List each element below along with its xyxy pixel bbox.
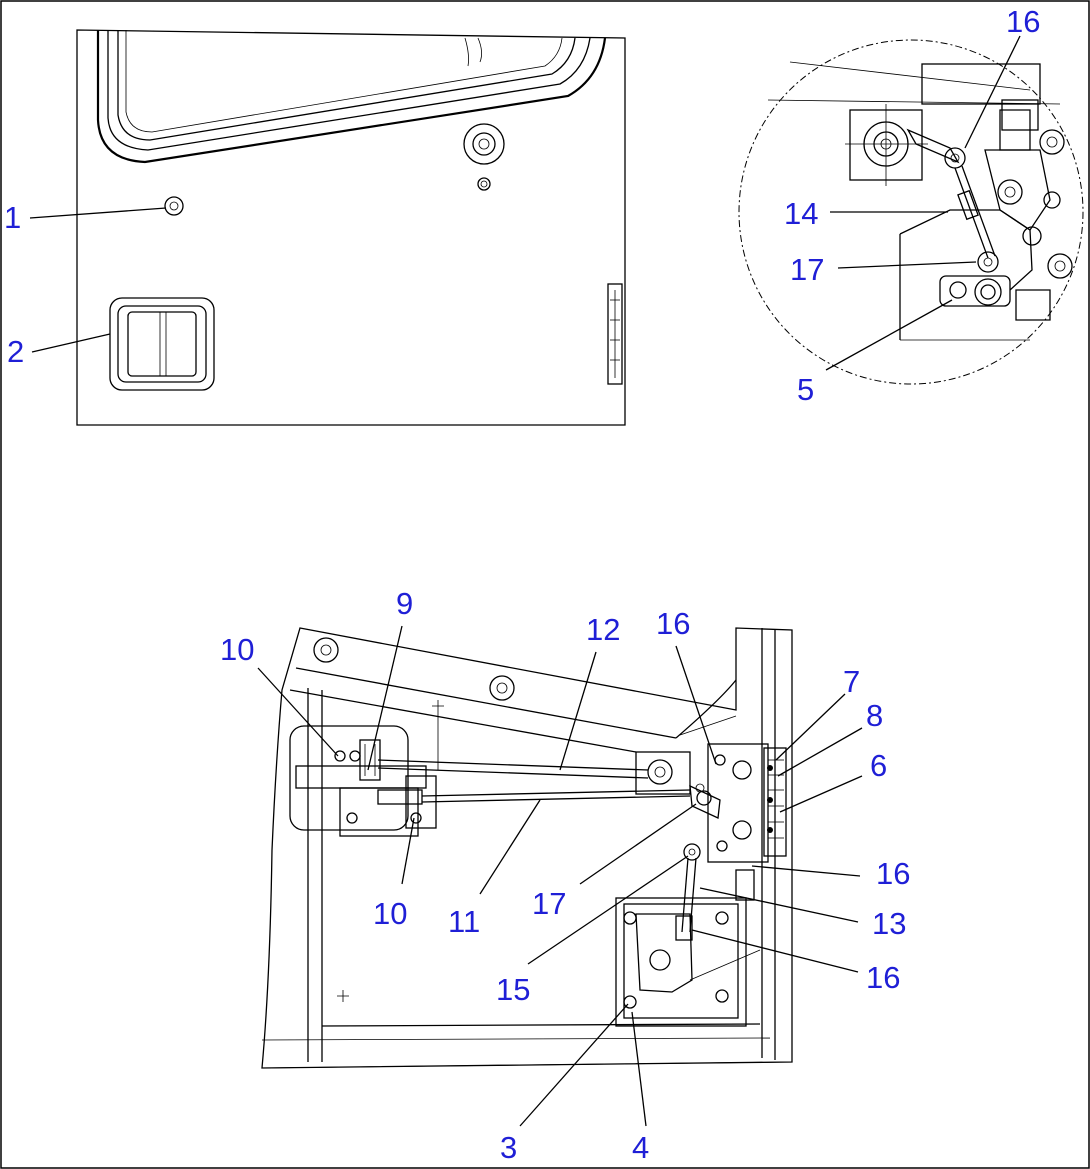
leader-15 <box>527 855 689 965</box>
callout-8: 8 <box>866 698 883 733</box>
callout-12: 12 <box>586 612 620 647</box>
leader-17-main <box>579 803 697 885</box>
leader-10-bottom <box>401 817 415 885</box>
door-panel-exterior <box>76 29 626 426</box>
door-panel-interior <box>261 627 793 1069</box>
leader-8 <box>777 727 863 777</box>
callout-13: 13 <box>872 906 906 941</box>
callout-9: 9 <box>396 586 413 621</box>
callout-10-bottom: 10 <box>373 896 407 931</box>
leader-16-mid <box>751 865 861 877</box>
leader-12 <box>559 651 597 771</box>
leader-5 <box>825 299 953 371</box>
callout-16-bottom: 16 <box>866 960 900 995</box>
callout-6: 6 <box>870 748 887 783</box>
callout-2: 2 <box>7 334 24 369</box>
leader-9 <box>367 625 403 771</box>
leader-2 <box>31 333 111 353</box>
detail-view-circle <box>738 39 1084 385</box>
callout-7: 7 <box>843 664 860 699</box>
leader-3 <box>519 1003 629 1127</box>
leader-16-top <box>675 645 717 765</box>
callout-15: 15 <box>496 972 530 1007</box>
leader-7 <box>775 693 846 761</box>
callout-3: 3 <box>500 1130 517 1165</box>
leader-11 <box>479 799 541 895</box>
callout-17-detail: 17 <box>790 252 824 287</box>
leader-16-detail <box>964 35 1021 149</box>
callout-17-main: 17 <box>532 886 566 921</box>
callout-1: 1 <box>4 200 21 235</box>
callout-16-mid: 16 <box>876 856 910 891</box>
leader-17-detail <box>837 261 977 269</box>
callout-11: 11 <box>448 904 480 939</box>
leader-4 <box>631 1011 647 1127</box>
callout-16-top: 16 <box>656 606 690 641</box>
callout-14: 14 <box>784 196 818 231</box>
leader-13 <box>699 887 859 923</box>
callout-5: 5 <box>797 372 814 407</box>
leader-16-bottom <box>691 929 859 973</box>
callout-10-top: 10 <box>220 632 254 667</box>
leader-10-top <box>257 667 339 757</box>
callout-4: 4 <box>632 1130 649 1165</box>
leader-1 <box>29 207 167 219</box>
leader-6 <box>779 775 863 813</box>
callout-16-detail: 16 <box>1006 4 1040 39</box>
